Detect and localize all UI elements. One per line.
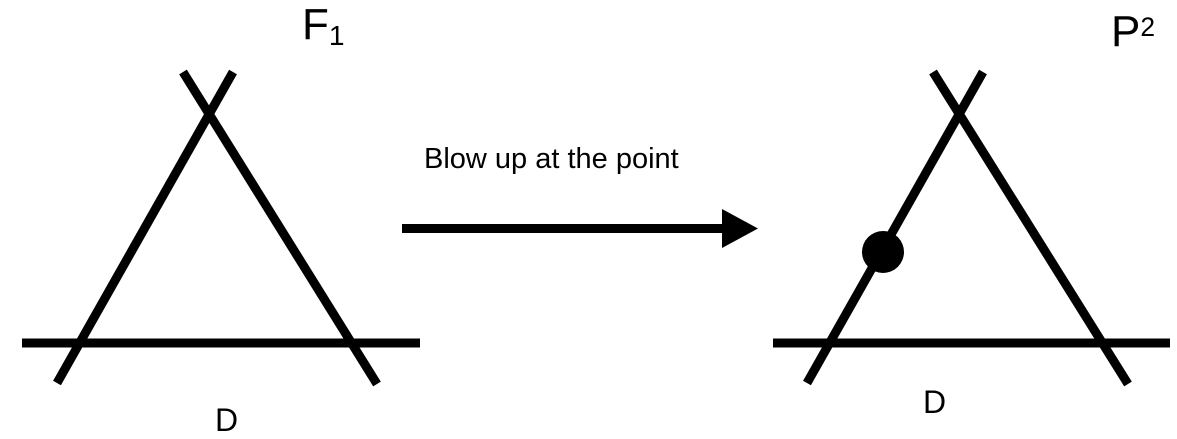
right-figure-left-edge-line	[803, 69, 987, 386]
right-figure-title: P2	[1111, 10, 1155, 54]
blowup-arrow	[402, 209, 758, 248]
left-figure-title: F1	[302, 3, 345, 50]
right-figure-right-edge-line	[929, 69, 1132, 387]
left-figure	[22, 69, 420, 387]
right-figure	[773, 69, 1170, 387]
right-figure-curve-label-d: D	[923, 384, 947, 420]
blowup-point-dot	[862, 231, 904, 273]
right-figure-title-superscript: 2	[1140, 11, 1156, 42]
left-figure-title-base: F	[302, 0, 329, 49]
arrow-caption: Blow up at the point	[424, 143, 679, 175]
left-figure-right-edge-line	[179, 69, 381, 387]
right-figure-title-base: P	[1111, 7, 1141, 56]
left-figure-left-edge-line	[53, 69, 237, 386]
left-figure-curve-label-d: D	[215, 402, 239, 438]
arrow-head-icon	[722, 209, 758, 248]
left-figure-title-subscript: 1	[328, 20, 345, 52]
